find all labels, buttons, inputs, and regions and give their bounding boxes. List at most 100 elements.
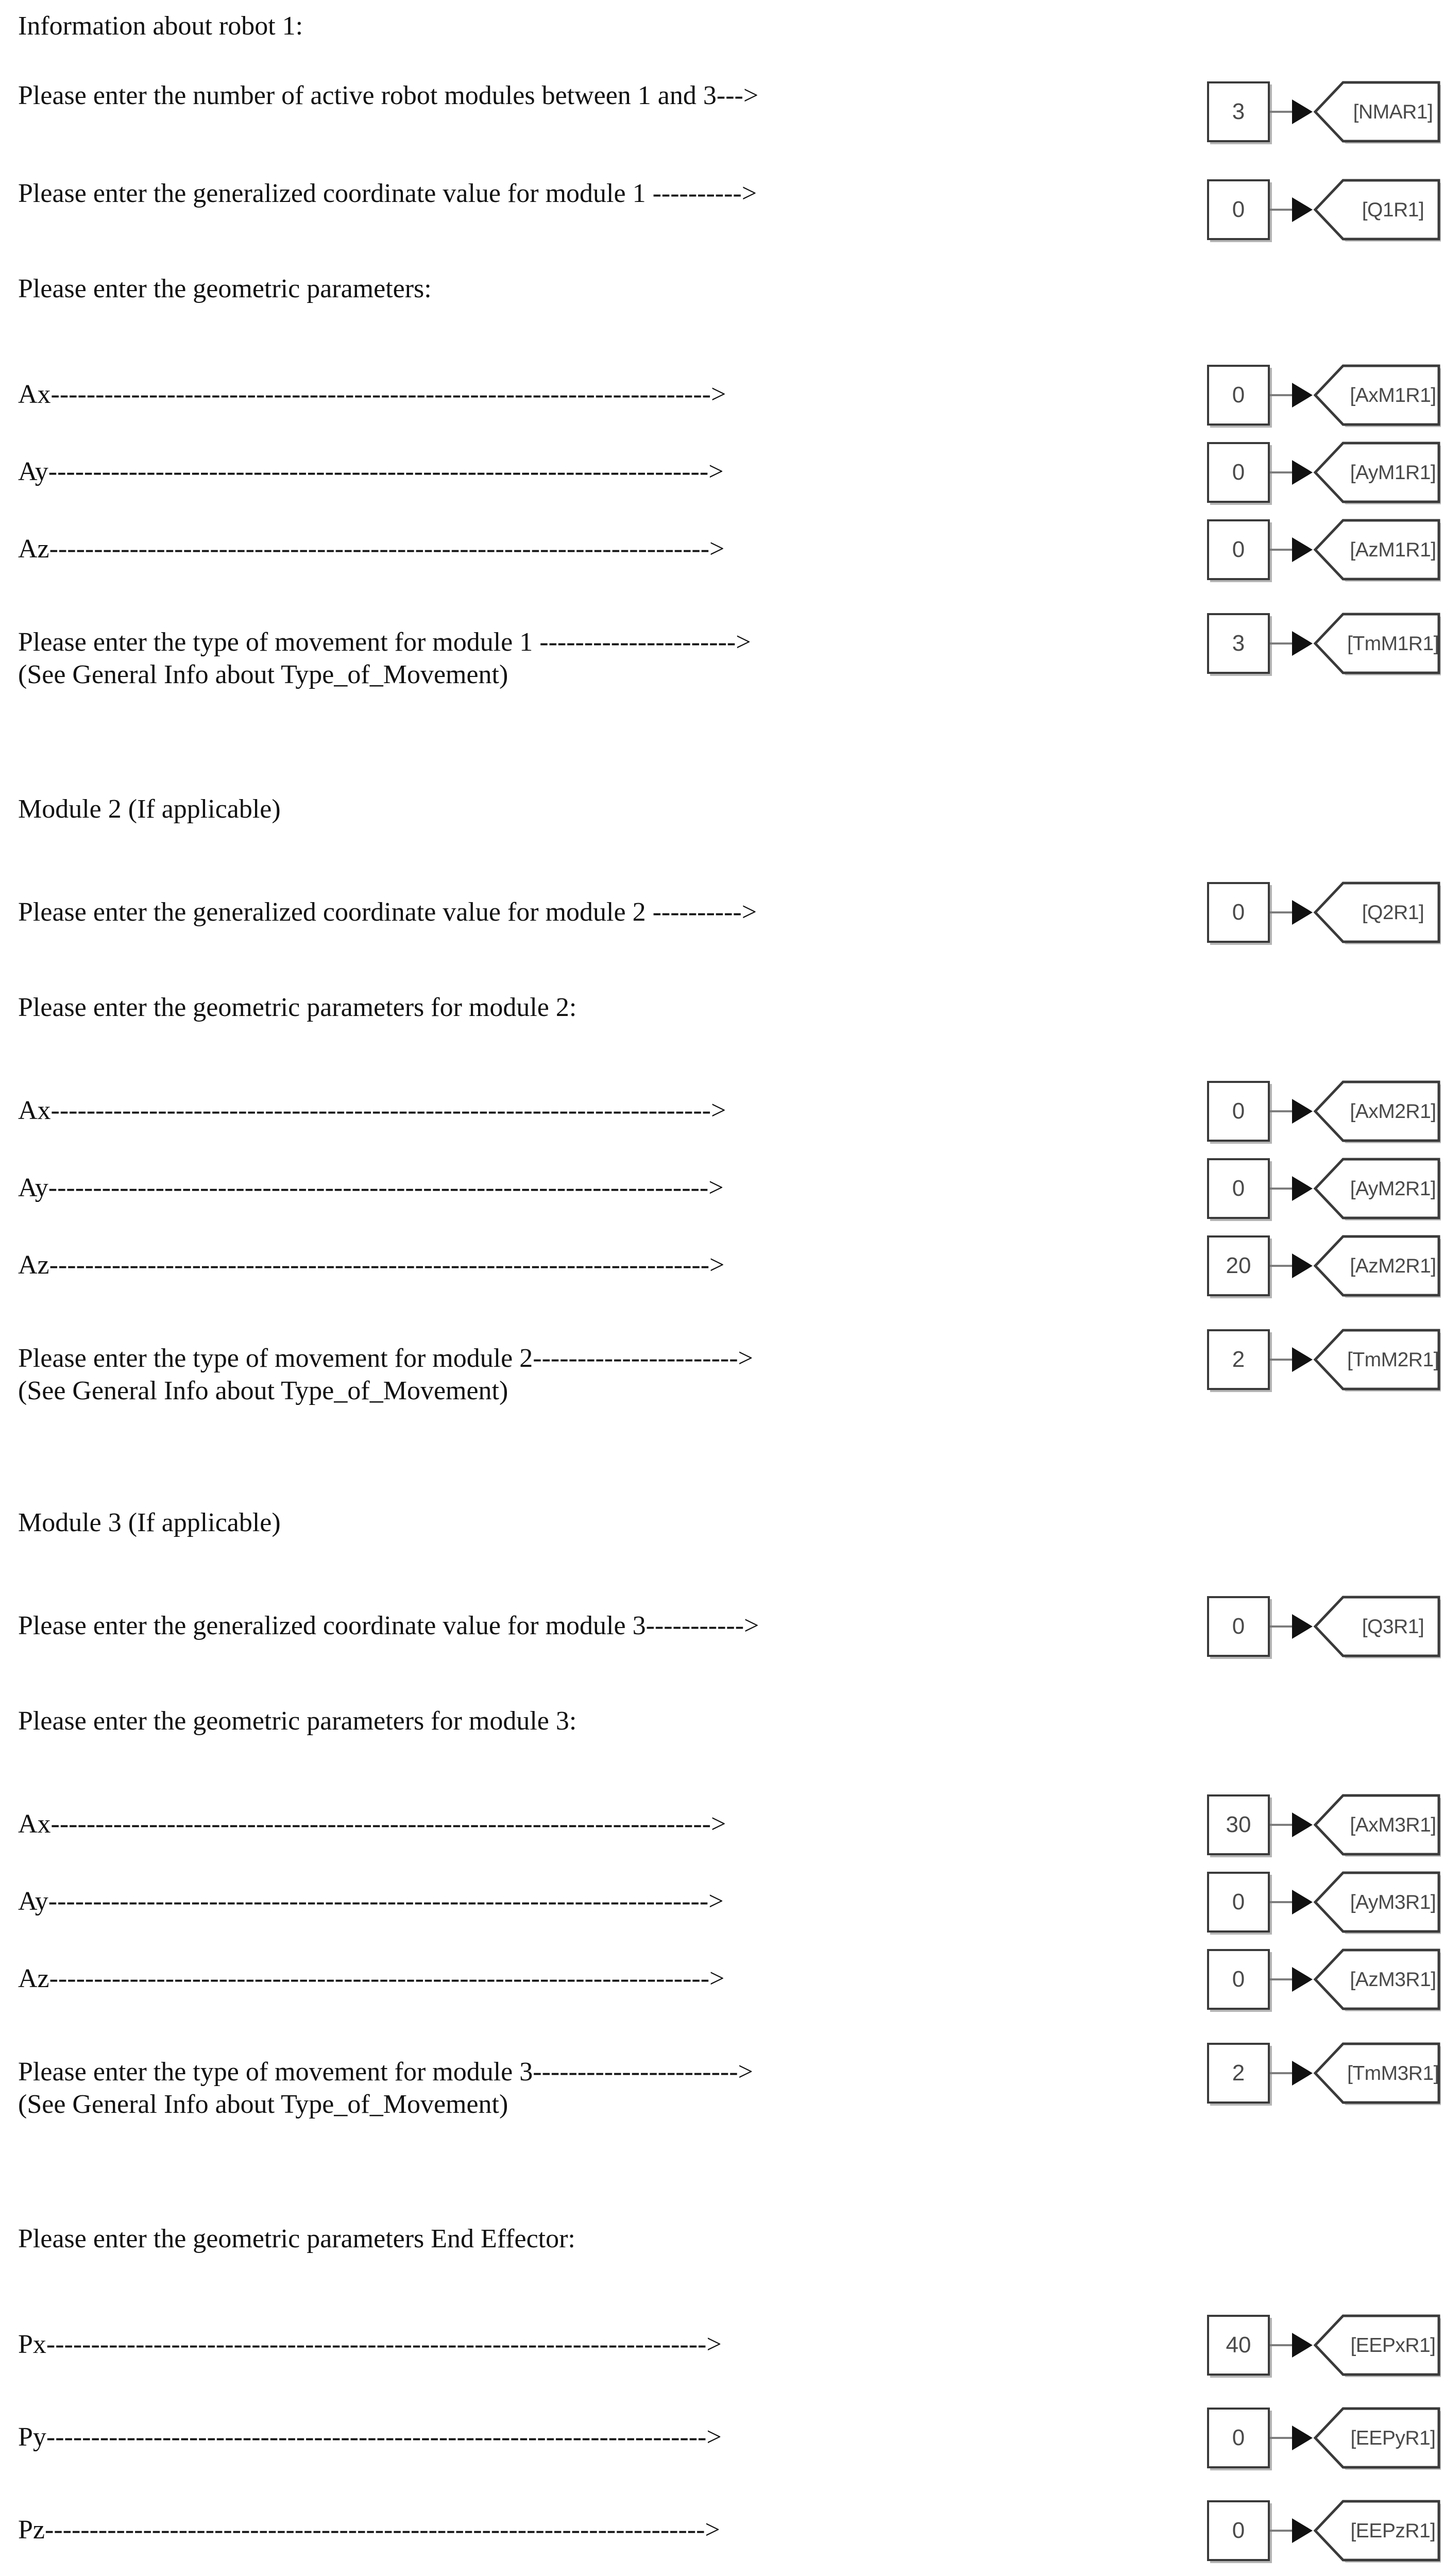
goto-tag-shape-azm2 — [1313, 1235, 1441, 1298]
constant-block-azm2[interactable]: 20 — [1207, 1235, 1270, 1296]
goto-tag-block-tmm3[interactable]: [TmM3R1] — [1311, 2041, 1441, 2106]
prompt-label-axm1: Ax--------------------------------------… — [18, 380, 726, 409]
signal-wire-eepx — [1270, 2344, 1296, 2346]
constant-value-q2r1: 0 — [1232, 900, 1245, 925]
goto-tag-block-tmm2[interactable]: [TmM2R1] — [1311, 1327, 1441, 1392]
signal-arrow-icon-axm1 — [1292, 383, 1313, 408]
goto-tag-block-azm1[interactable]: [AzM1R1] — [1311, 517, 1441, 582]
goto-tag-block-aym1[interactable]: [AyM1R1] — [1311, 440, 1441, 505]
goto-tag-label-eepy: [EEPyR1] — [1350, 2427, 1436, 2449]
constant-block-tmm2[interactable]: 2 — [1207, 1329, 1270, 1390]
goto-tag-shape-eepy — [1313, 2407, 1441, 2470]
goto-tag-shape-q2r1 — [1313, 882, 1441, 944]
constant-block-tmm3[interactable]: 2 — [1207, 2043, 1270, 2104]
signal-arrow-icon-axm3 — [1292, 1812, 1313, 1837]
prompt-label-tmm1: Please enter the type of movement for mo… — [18, 628, 751, 657]
goto-tag-shape-aym3 — [1313, 1871, 1441, 1934]
goto-tag-label-azm3: [AzM3R1] — [1350, 1968, 1436, 1991]
prompt-label-q3r1: Please enter the generalized coordinate … — [18, 1611, 759, 1640]
signal-arrow-icon-azm1 — [1292, 537, 1313, 562]
goto-tag-block-q1r1[interactable]: [Q1R1] — [1311, 177, 1441, 242]
prompt-label-nmar: Please enter the number of active robot … — [18, 81, 759, 110]
goto-tag-shape-aym2 — [1313, 1158, 1441, 1221]
goto-tag-block-eepy[interactable]: [EEPyR1] — [1311, 2405, 1441, 2470]
constant-block-eepz[interactable]: 0 — [1207, 2500, 1270, 2561]
goto-tag-label-eepx: [EEPxR1] — [1350, 2334, 1436, 2357]
constant-block-axm2[interactable]: 0 — [1207, 1081, 1270, 1142]
goto-tag-label-azm2: [AzM2R1] — [1350, 1255, 1436, 1277]
signal-wire-axm2 — [1270, 1110, 1296, 1112]
signal-wire-aym3 — [1270, 1901, 1296, 1903]
goto-tag-label-axm1: [AxM1R1] — [1350, 384, 1436, 406]
goto-tag-block-eepx[interactable]: [EEPxR1] — [1311, 2313, 1441, 2378]
constant-block-aym1[interactable]: 0 — [1207, 442, 1270, 503]
goto-tag-label-tmm3: [TmM3R1] — [1347, 2062, 1439, 2084]
section-heading-geom3: Please enter the geometric parameters fo… — [18, 1706, 577, 1736]
constant-block-nmar[interactable]: 3 — [1207, 81, 1270, 142]
goto-tag-block-q3r1[interactable]: [Q3R1] — [1311, 1594, 1441, 1659]
signal-wire-aym1 — [1270, 471, 1296, 473]
constant-block-eepx[interactable]: 40 — [1207, 2315, 1270, 2376]
constant-block-axm1[interactable]: 0 — [1207, 365, 1270, 426]
signal-arrow-icon-eepx — [1292, 2333, 1313, 2358]
constant-value-aym2: 0 — [1232, 1176, 1245, 1201]
goto-tag-shape-axm3 — [1313, 1794, 1441, 1857]
goto-tag-label-q3r1: [Q3R1] — [1362, 1615, 1424, 1638]
goto-tag-block-tmm1[interactable]: [TmM1R1] — [1311, 611, 1441, 676]
constant-value-aym3: 0 — [1232, 1889, 1245, 1914]
goto-tag-label-tmm2: [TmM2R1] — [1347, 1348, 1439, 1371]
goto-tag-shape-eepz — [1313, 2500, 1441, 2563]
goto-tag-shape-tmm1 — [1313, 613, 1441, 675]
prompt-label-aym2: Ay--------------------------------------… — [18, 1173, 724, 1202]
prompt-label-axm2: Ax--------------------------------------… — [18, 1096, 726, 1125]
constant-value-eepz: 0 — [1232, 2518, 1245, 2543]
signal-wire-tmm2 — [1270, 1359, 1296, 1361]
section-heading-mod3: Module 3 (If applicable) — [18, 1508, 281, 1537]
goto-tag-block-q2r1[interactable]: [Q2R1] — [1311, 880, 1441, 945]
constant-block-q3r1[interactable]: 0 — [1207, 1596, 1270, 1657]
goto-tag-block-aym2[interactable]: [AyM2R1] — [1311, 1156, 1441, 1221]
signal-wire-tmm3 — [1270, 2072, 1296, 2074]
goto-tag-shape-q1r1 — [1313, 179, 1441, 242]
signal-arrow-icon-q2r1 — [1292, 900, 1313, 925]
prompt-label-azm2: Az--------------------------------------… — [18, 1250, 725, 1280]
constant-block-azm3[interactable]: 0 — [1207, 1949, 1270, 2010]
goto-tag-block-azm3[interactable]: [AzM3R1] — [1311, 1947, 1441, 2012]
goto-tag-shape-azm3 — [1313, 1948, 1441, 2011]
goto-tag-shape-nmar — [1313, 81, 1441, 144]
goto-tag-block-azm2[interactable]: [AzM2R1] — [1311, 1233, 1441, 1298]
constant-block-azm1[interactable]: 0 — [1207, 519, 1270, 580]
goto-tag-block-aym3[interactable]: [AyM3R1] — [1311, 1870, 1441, 1935]
constant-block-q1r1[interactable]: 0 — [1207, 179, 1270, 240]
constant-block-aym2[interactable]: 0 — [1207, 1158, 1270, 1219]
constant-block-q2r1[interactable]: 0 — [1207, 882, 1270, 943]
signal-wire-azm3 — [1270, 1978, 1296, 1980]
constant-block-aym3[interactable]: 0 — [1207, 1872, 1270, 1933]
prompt-label-aym1: Ay--------------------------------------… — [18, 457, 724, 486]
signal-arrow-icon-tmm2 — [1292, 1347, 1313, 1372]
constant-value-tmm2: 2 — [1232, 1347, 1245, 1372]
section-heading-title: Information about robot 1: — [18, 11, 303, 41]
constant-block-axm3[interactable]: 30 — [1207, 1794, 1270, 1855]
goto-tag-block-eepz[interactable]: [EEPzR1] — [1311, 2498, 1441, 2563]
goto-tag-block-axm1[interactable]: [AxM1R1] — [1311, 363, 1441, 428]
prompt-label-eepx: Px--------------------------------------… — [18, 2330, 722, 2359]
signal-wire-eepy — [1270, 2437, 1296, 2439]
signal-wire-azm1 — [1270, 549, 1296, 551]
section-heading-mod2: Module 2 (If applicable) — [18, 794, 281, 824]
goto-tag-block-axm2[interactable]: [AxM2R1] — [1311, 1079, 1441, 1144]
constant-block-eepy[interactable]: 0 — [1207, 2408, 1270, 2468]
goto-tag-label-eepz: [EEPzR1] — [1350, 2519, 1436, 2542]
constant-block-tmm1[interactable]: 3 — [1207, 613, 1270, 674]
signal-arrow-icon-aym1 — [1292, 460, 1313, 485]
goto-tag-label-nmar: [NMAR1] — [1353, 100, 1433, 123]
signal-arrow-icon-axm2 — [1292, 1099, 1313, 1124]
prompt-label-q2r1: Please enter the generalized coordinate … — [18, 897, 757, 927]
constant-value-tmm1: 3 — [1232, 631, 1245, 656]
signal-wire-tmm1 — [1270, 642, 1296, 645]
goto-tag-label-q1r1: [Q1R1] — [1362, 198, 1424, 221]
goto-tag-block-nmar[interactable]: [NMAR1] — [1311, 79, 1441, 144]
goto-tag-block-axm3[interactable]: [AxM3R1] — [1311, 1792, 1441, 1857]
signal-arrow-icon-eepy — [1292, 2426, 1313, 2450]
